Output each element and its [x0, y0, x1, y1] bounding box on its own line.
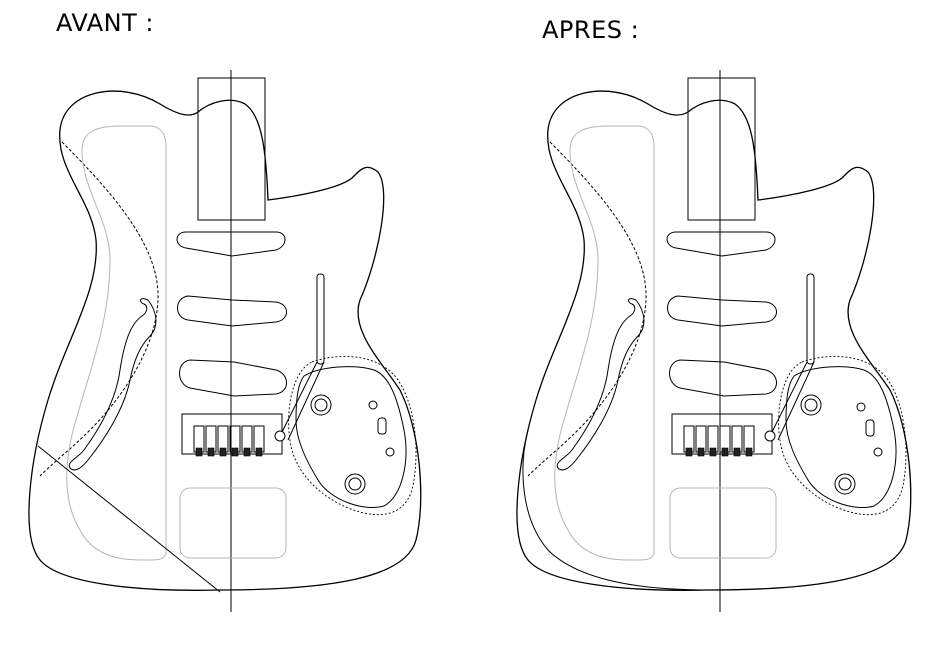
screw-top	[368, 400, 378, 410]
control-cavity-guide	[669, 487, 777, 559]
pickup-middle	[667, 295, 777, 327]
selector-switch	[865, 419, 875, 437]
guitar-before-drawing	[28, 70, 422, 612]
neck	[687, 77, 756, 221]
screw-bottom	[873, 447, 883, 457]
volume-knob-inner	[804, 398, 818, 412]
control-cavity-guide	[179, 487, 287, 559]
tone-knob-inner	[348, 477, 362, 491]
tremolo-arm	[279, 361, 325, 441]
volume-knob	[800, 394, 822, 416]
tremolo-slot	[316, 273, 325, 365]
screw-bottom	[385, 447, 395, 457]
selector-switch	[377, 417, 387, 435]
pickup-bridge	[669, 359, 777, 397]
tremolo-slot	[806, 273, 815, 365]
f-hole	[556, 298, 645, 471]
pickup-neck	[666, 231, 776, 257]
tremolo-pivot	[274, 430, 286, 442]
tone-knob	[834, 473, 856, 495]
body-outline	[28, 90, 422, 591]
control-cavity	[288, 355, 417, 516]
chamber-outline	[39, 141, 159, 477]
tremolo-pivot	[764, 430, 776, 442]
control-plate	[295, 366, 407, 508]
control-plate	[785, 366, 897, 508]
pickup-neck	[176, 231, 286, 257]
avant-title: AVANT :	[56, 9, 155, 37]
screw-top	[856, 402, 866, 412]
tremolo-arm	[769, 361, 815, 441]
f-hole	[68, 298, 157, 471]
pickup-bridge	[179, 359, 287, 397]
bevel-line	[522, 429, 709, 591]
inner-guide	[554, 125, 655, 561]
inner-guide	[66, 125, 167, 561]
body-outline	[516, 90, 912, 591]
control-cavity	[778, 355, 907, 516]
tone-knob	[344, 473, 366, 495]
guitar-after-drawing	[516, 70, 912, 612]
chamber-outline	[527, 141, 647, 477]
apres-title: APRES :	[542, 16, 640, 44]
volume-knob-inner	[314, 398, 328, 412]
bridge-saddles	[193, 425, 265, 457]
volume-knob	[310, 394, 332, 416]
bridge-saddles	[683, 425, 755, 457]
pickup-middle	[177, 295, 287, 327]
tone-knob-inner	[838, 477, 852, 491]
cut-line	[37, 445, 221, 593]
